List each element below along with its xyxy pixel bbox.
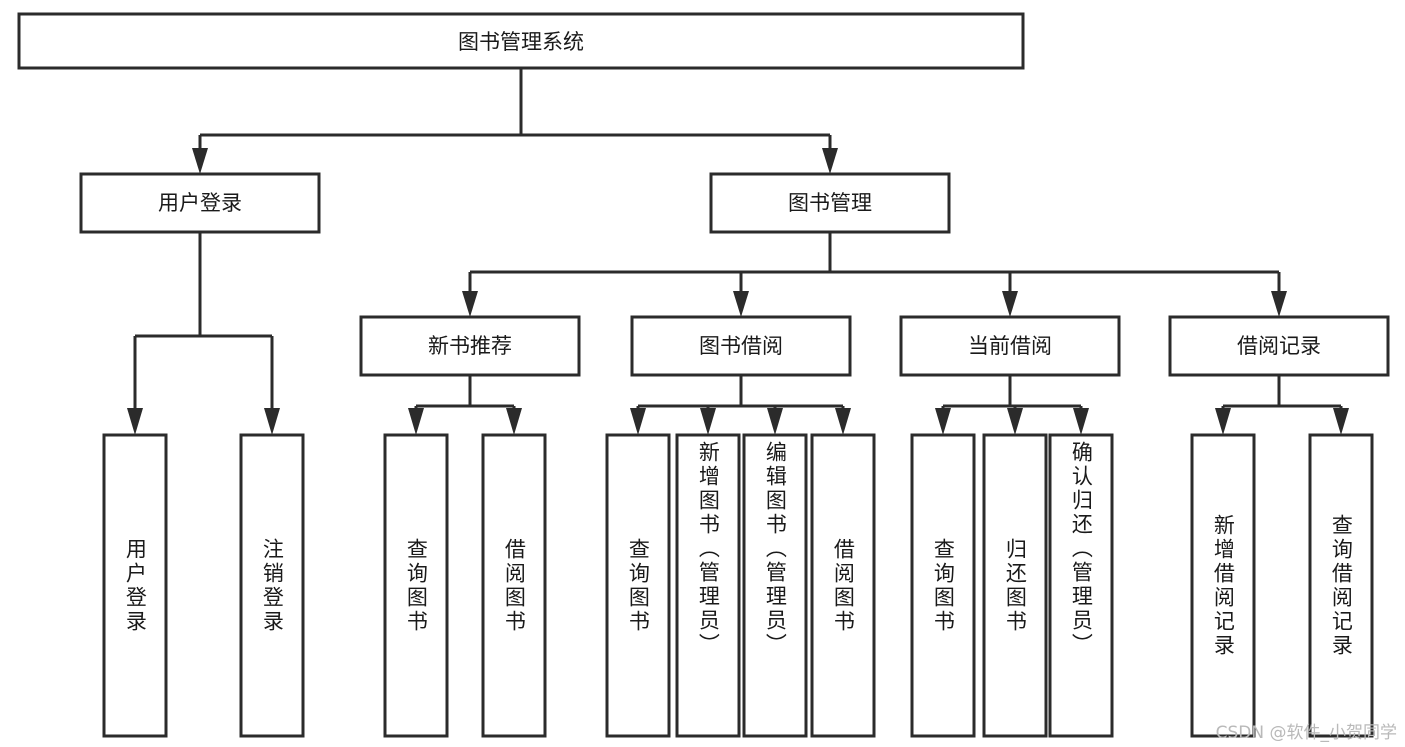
arrowhead-leaf-query-book-bb [630,408,646,435]
node-root[interactable]: 图书管理系统 [17,12,1025,70]
node-current-borrow[interactable]: 当前借阅 [899,315,1121,377]
arrowhead-current-borrow [1002,291,1018,317]
node-current-borrow-box[interactable] [899,315,1121,377]
leaf-return-book-box[interactable] [982,433,1048,738]
node-user-login-box[interactable] [79,172,321,234]
node-new-book-rec-label: 新书推荐 [428,334,512,358]
leaf-query-book-cb-box[interactable] [910,433,976,738]
node-user-login[interactable]: 用户登录 [79,172,321,234]
node-borrow-record-label: 借阅记录 [1237,334,1321,358]
arrowhead-book-manage [822,148,838,174]
arrowhead-new-book-rec [462,291,478,317]
node-root-box[interactable] [17,12,1025,70]
arrowhead-leaf-query-book-rec [408,408,424,435]
edges-group [127,68,1349,435]
leaf-query-record-box[interactable] [1308,433,1374,738]
node-book-manage[interactable]: 图书管理 [709,172,951,234]
node-user-login-label: 用户登录 [158,191,242,215]
arrowhead-leaf-query-book-cb [935,408,951,435]
leaf-boxes-group [102,433,1374,738]
node-current-borrow-label: 当前借阅 [968,334,1052,358]
node-book-manage-label: 图书管理 [788,191,872,215]
arrowhead-user-login [192,148,208,174]
arrowhead-leaf-user-login [127,408,143,435]
arrowhead-leaf-query-record [1333,408,1349,435]
leaf-query-book-rec-box[interactable] [383,433,449,738]
leaf-borrow-book-rec-box[interactable] [481,433,547,738]
leaf-user-logout-box[interactable] [239,433,305,738]
arrowhead-leaf-user-logout [264,408,280,435]
node-root-label: 图书管理系统 [458,30,584,54]
arrowhead-borrow-record [1271,291,1287,317]
arrowhead-leaf-edit-book [767,408,783,435]
arrowhead-leaf-return-book [1007,408,1023,435]
node-borrow-record-box[interactable] [1168,315,1390,377]
leaf-user-login-box[interactable] [102,433,168,738]
arrowhead-leaf-borrow-book-bb [835,408,851,435]
node-new-book-rec[interactable]: 新书推荐 [359,315,581,377]
node-book-borrow-box[interactable] [630,315,852,377]
arrowhead-leaf-confirm-return [1073,408,1089,435]
node-book-manage-box[interactable] [709,172,951,234]
arrowhead-leaf-borrow-book-rec [506,408,522,435]
node-new-book-rec-box[interactable] [359,315,581,377]
node-borrow-record[interactable]: 借阅记录 [1168,315,1390,377]
node-book-borrow[interactable]: 图书借阅 [630,315,852,377]
leaf-query-book-bb-box[interactable] [605,433,671,738]
leaf-borrow-book-bb-box[interactable] [810,433,876,738]
node-book-borrow-label: 图书借阅 [699,334,783,358]
arrowhead-book-borrow [733,291,749,317]
arrowhead-leaf-add-book [700,408,716,435]
leaf-edit-book-box[interactable] [742,433,808,738]
csdn-watermark: CSDN @软件_小贺同学 [1215,723,1397,743]
leaf-add-book-box[interactable] [675,433,741,738]
leaf-add-record-box[interactable] [1190,433,1256,738]
arrowhead-leaf-add-record [1215,408,1231,435]
leaf-confirm-return-box[interactable] [1048,433,1114,738]
